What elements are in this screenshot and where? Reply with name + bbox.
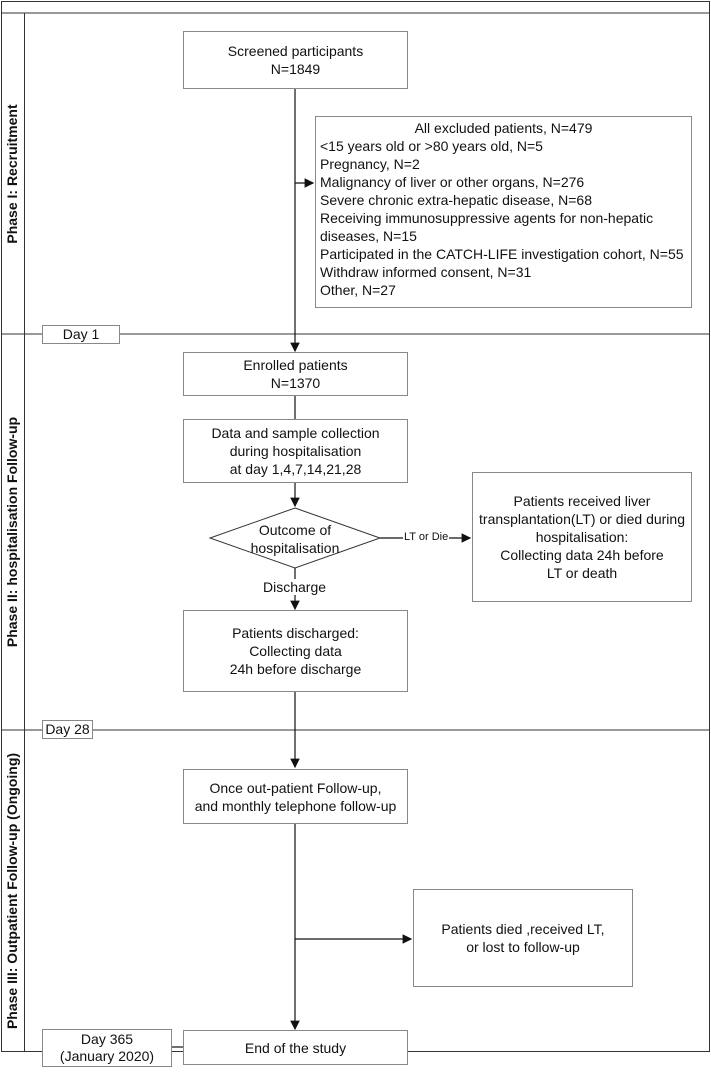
phase-2-label: Phase II: hospitalisation Follow-up <box>4 416 20 648</box>
excluded-item: Pregnancy, N=2 <box>320 156 420 172</box>
phase-column <box>1 13 25 1052</box>
excluded-item: Severe chronic extra-hepatic disease, N=… <box>320 192 592 208</box>
lt-or-die-label: LT or Die <box>403 531 450 543</box>
lt-line-1: Patients received liver <box>513 493 651 509</box>
excluded-item: Participated in the CATCH-LIFE investiga… <box>320 246 684 262</box>
lt-line-3: hospitalisation: <box>535 529 629 545</box>
lt-line-2: transplantation(LT) or died during <box>479 511 685 527</box>
discharge-label: Discharge <box>263 579 327 595</box>
collection-box: Data and sample collection during hospit… <box>183 419 408 483</box>
outpatient-line-1: Once out-patient Follow-up, <box>209 779 382 796</box>
excluded-item: Withdraw informed consent, N=31 <box>320 264 532 280</box>
outpatient-line-2: and monthly telephone follow-up <box>194 797 397 814</box>
screened-count: N=1849 <box>270 61 321 77</box>
lost-line-2: or lost to follow-up <box>466 939 580 955</box>
day-1-label: Day 1 <box>62 326 100 342</box>
lost-box: Patients died ,received LT, or lost to f… <box>413 889 633 987</box>
excluded-item: Malignancy of liver or other organs, N=2… <box>320 174 585 190</box>
discharged-line-2: Collecting data <box>249 643 342 659</box>
day-365-marker: Day 365 (January 2020) <box>42 1029 172 1067</box>
screened-label: Screened participants <box>227 43 364 59</box>
excluded-item: <15 years old or >80 years old, N=5 <box>320 138 543 154</box>
lt-line-5: LT or death <box>546 565 618 581</box>
discharged-line-3: 24h before discharge <box>229 661 362 677</box>
day-365-label: Day 365 <box>80 1031 134 1047</box>
decision-text: Outcome of hospitalisation <box>222 520 368 558</box>
screened-box: Screened participants N=1849 <box>183 31 408 89</box>
end-of-study-label: End of the study <box>244 1039 347 1056</box>
decision-line-2: hospitalisation <box>250 540 340 556</box>
lt-line-4: Collecting data 24h before <box>500 547 664 563</box>
day-28-label: Day 28 <box>45 721 90 737</box>
phase-3-label: Phase III: Outpatient Follow-up (Ongoing… <box>4 752 20 1030</box>
collection-line-3: at day 1,4,7,14,21,28 <box>229 461 362 477</box>
day-365-date: (January 2020) <box>59 1048 155 1064</box>
excluded-header: All excluded patients, N=479 <box>414 120 593 136</box>
day-28-marker: Day 28 <box>42 720 93 739</box>
enrolled-box: Enrolled patients N=1370 <box>183 352 408 396</box>
excluded-item: Other, N=27 <box>320 282 396 298</box>
excluded-box: All excluded patients, N=479 <15 years o… <box>315 116 692 308</box>
excluded-item: diseases, N=15 <box>320 228 417 244</box>
day-1-marker: Day 1 <box>42 325 120 344</box>
enrolled-label: Enrolled patients <box>243 357 348 373</box>
decision-line-1: Outcome of <box>258 522 332 538</box>
phase-1-label: Phase I: Recruitment <box>4 104 20 244</box>
lt-or-death-box: Patients received liver transplantation(… <box>472 472 692 602</box>
excluded-item: Receiving immunosuppressive agents for n… <box>320 210 654 226</box>
discharged-box: Patients discharged: Collecting data 24h… <box>183 610 408 692</box>
collection-line-2: during hospitalisation <box>229 443 362 459</box>
collection-line-1: Data and sample collection <box>211 425 380 441</box>
end-of-study-box: End of the study <box>183 1030 408 1065</box>
enrolled-count: N=1370 <box>270 375 321 391</box>
discharged-line-1: Patients discharged: <box>232 625 359 641</box>
lost-line-1: Patients died ,received LT, <box>441 921 605 937</box>
outpatient-box: Once out-patient Follow-up, and monthly … <box>183 769 408 824</box>
